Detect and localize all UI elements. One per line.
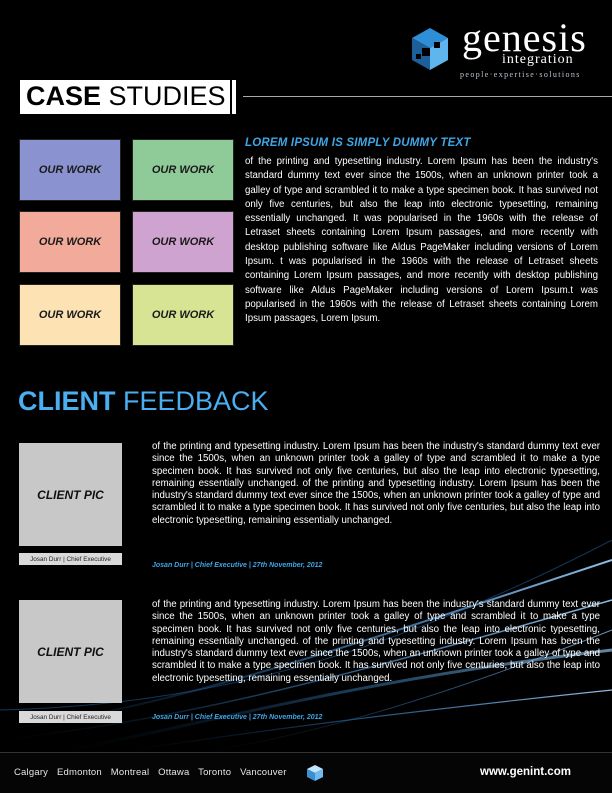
city-item: Edmonton xyxy=(56,767,102,778)
tile-label: OUR WORK xyxy=(151,236,215,248)
website-link[interactable]: www.genint.com xyxy=(480,766,571,778)
client-pic-placeholder: CLIENT PIC xyxy=(19,443,122,546)
client-pic-label: CLIENT PIC xyxy=(37,644,104,659)
client-feedback-title: CLIENT FEEDBACK xyxy=(18,386,269,417)
client-pic-placeholder: CLIENT PIC xyxy=(19,600,122,703)
case-study-body: of the printing and typesetting industry… xyxy=(245,156,598,325)
case-study-heading: LOREM IPSUM IS SIMPLY DUMMY TEXT xyxy=(245,137,471,149)
genesis-logo: genesis integration people·expertise·sol… xyxy=(404,15,600,80)
our-work-tile[interactable]: OUR WORK xyxy=(19,211,121,273)
feedback-body: of the printing and typesetting industry… xyxy=(152,441,600,526)
title-divider-bar xyxy=(232,80,236,114)
client-caption: Josan Durr | Chief Executive xyxy=(19,553,122,565)
city-item: Ottawa xyxy=(158,767,190,778)
our-work-tile[interactable]: OUR WORK xyxy=(19,284,121,346)
brand-sub: integration xyxy=(502,52,574,67)
city-item: Vancouver xyxy=(240,767,287,778)
brand-tagline: people·expertise·solutions xyxy=(460,70,581,79)
tile-label: OUR WORK xyxy=(38,164,102,176)
tile-label: OUR WORK xyxy=(151,309,215,321)
client-caption: Josan Durr | Chief Executive xyxy=(19,711,122,723)
case-studies-title-box xyxy=(20,80,230,114)
brand-name: genesis xyxy=(462,15,587,60)
feedback-signature: Josan Durr | Chief Executive | 27th Nove… xyxy=(152,714,323,721)
city-item: Montreal xyxy=(110,767,150,778)
tile-label: OUR WORK xyxy=(38,236,102,248)
title-rule xyxy=(243,96,612,97)
cube-logo-icon xyxy=(412,28,448,70)
city-list: Calgary Edmonton Montreal Ottawa Toronto… xyxy=(14,767,293,778)
feedback-body: of the printing and typesetting industry… xyxy=(152,599,600,684)
tile-label: OUR WORK xyxy=(151,164,215,176)
client-feedback-title-light: FEEDBACK xyxy=(115,386,269,416)
cube-icon xyxy=(307,765,323,781)
client-pic-label: CLIENT PIC xyxy=(37,487,104,502)
city-item: Calgary xyxy=(14,767,49,778)
city-item: Toronto xyxy=(198,767,232,778)
our-work-tile[interactable]: OUR WORK xyxy=(19,139,121,201)
our-work-tile[interactable]: OUR WORK xyxy=(132,211,234,273)
case-studies-title-bold: CASE xyxy=(26,81,102,111)
client-feedback-title-bold: CLIENT xyxy=(18,386,116,416)
case-studies-title-light: STUDIES xyxy=(101,81,226,111)
footer-bar xyxy=(0,752,612,793)
case-studies-title: CASE STUDIES xyxy=(26,81,226,112)
feedback-signature: Josan Durr | Chief Executive | 27th Nove… xyxy=(152,562,323,569)
our-work-tile[interactable]: OUR WORK xyxy=(132,284,234,346)
tile-label: OUR WORK xyxy=(38,309,102,321)
our-work-tile[interactable]: OUR WORK xyxy=(132,139,234,201)
